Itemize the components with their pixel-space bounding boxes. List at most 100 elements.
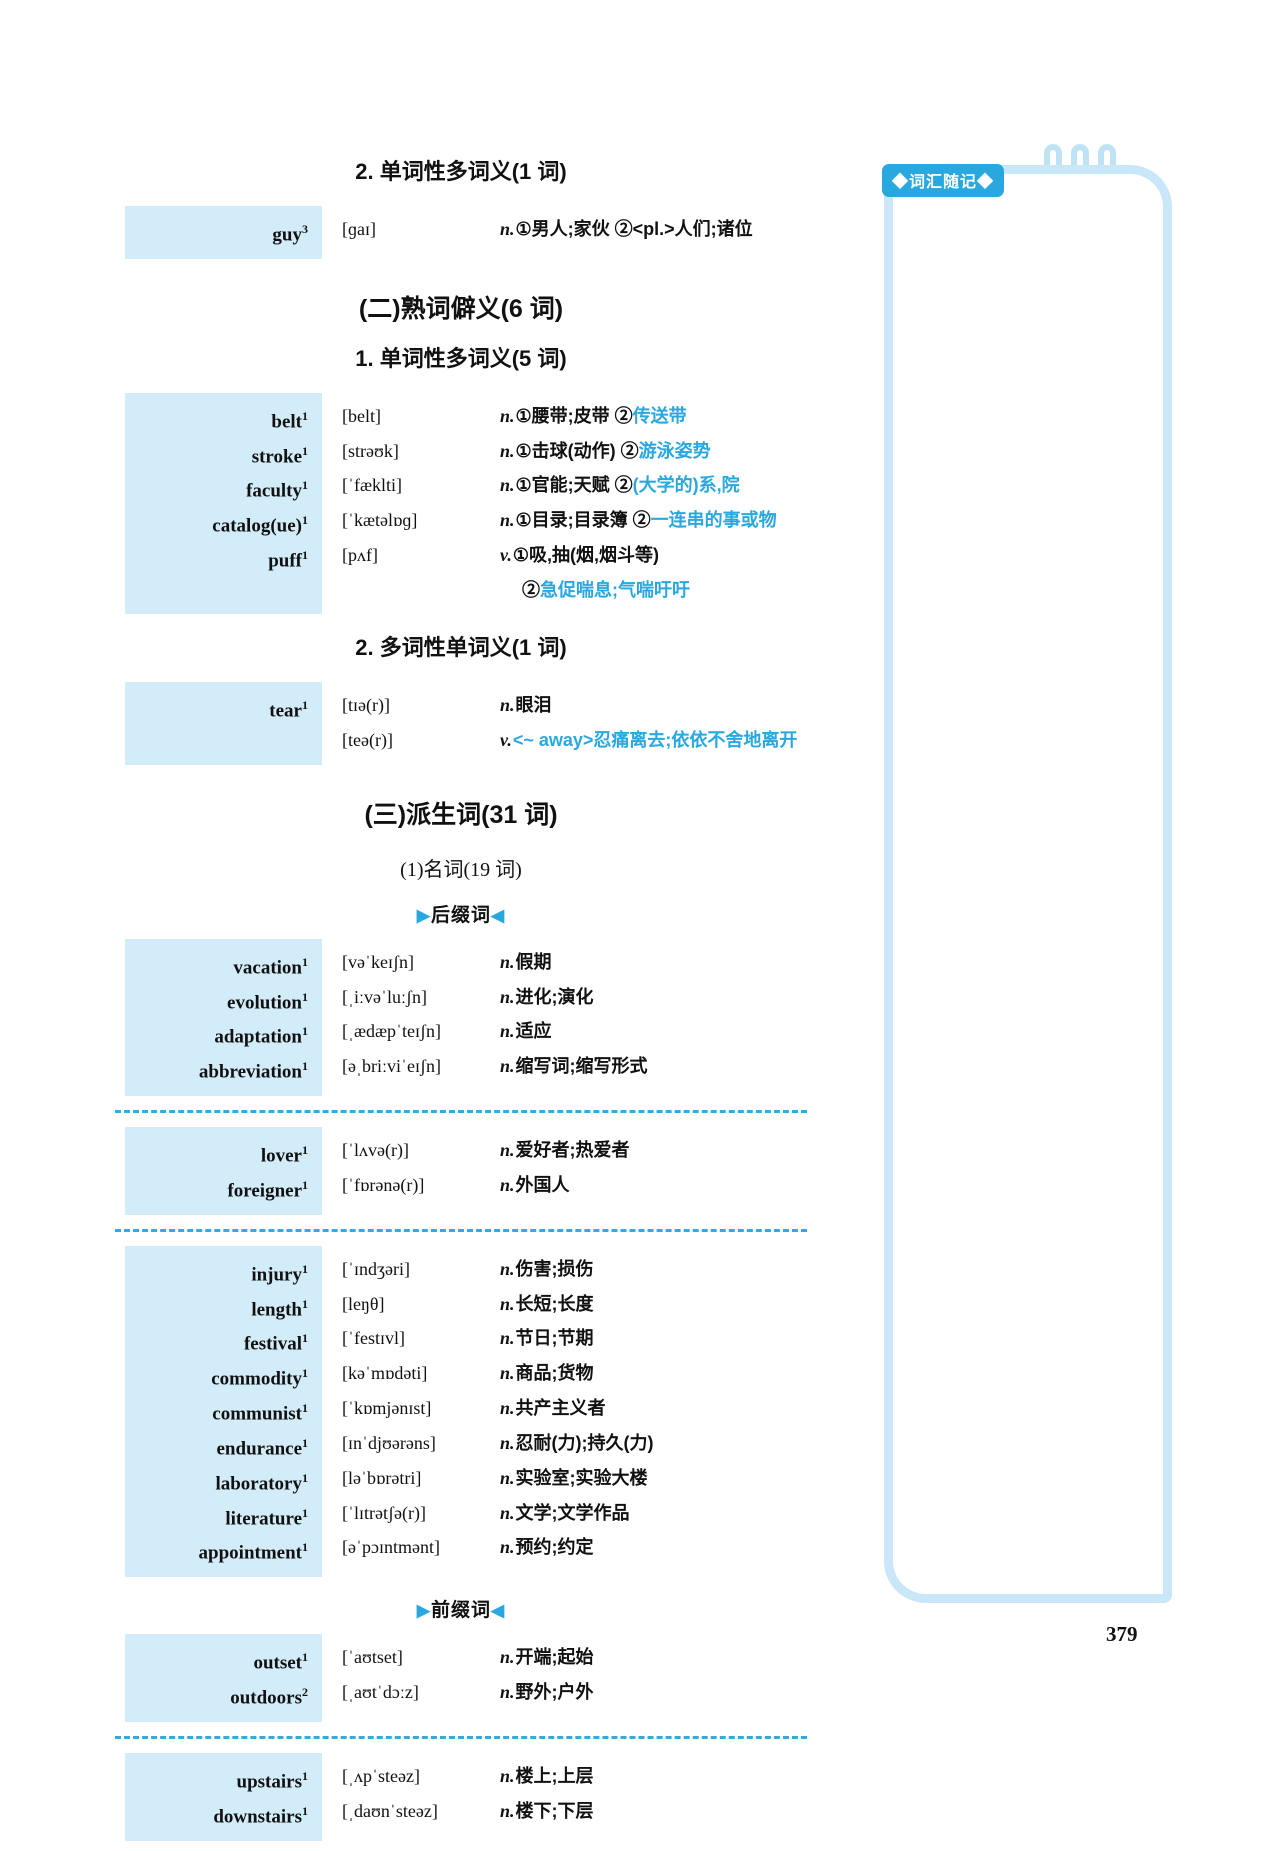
binder-ring-icon (1098, 144, 1116, 170)
phonetic: [ˌdaʊnˈsteəz] (342, 1800, 438, 1821)
headword-text: length (251, 1298, 302, 1320)
page-number: 379 (1106, 1622, 1138, 1646)
definition-text: 眼泪 (515, 695, 552, 716)
definition: n.眼泪 (500, 691, 807, 726)
affix-marker-label: 后缀词 (430, 904, 491, 926)
headword-text: adaptation (214, 1026, 302, 1048)
word-row: appointment1[əˈpɔɪntmənt]n.预约;约定 (115, 1533, 807, 1568)
definition: n.爱好者;热爱者 (500, 1136, 807, 1171)
vocabulary-content-column: 2. 单词性多词义(1 词)guy3[ɡaɪ]n.①男人;家伙 ②<pl.>人们… (115, 138, 807, 1851)
part-of-speech: n. (500, 1765, 515, 1786)
phonetic: [ˈkætəlɒɡ] (342, 510, 418, 531)
dashed-divider (115, 1228, 807, 1232)
headword-frequency: 1 (302, 408, 308, 423)
affix-marker-label: 前缀词 (430, 1600, 491, 1622)
definition-text: 开端;起始 (515, 1647, 594, 1668)
phonetic (322, 576, 500, 606)
definition: n.长短;长度 (500, 1290, 807, 1325)
part-of-speech: n. (500, 475, 515, 496)
part-of-speech: n. (500, 1467, 515, 1488)
headword-text: stroke (251, 445, 302, 467)
definition: n.野外;户外 (500, 1678, 807, 1713)
definition: n.开端;起始 (500, 1643, 807, 1678)
headword-frequency: 1 (302, 698, 308, 713)
headword-text: vacation (233, 957, 302, 979)
section-heading: (1)名词(19 词) (400, 858, 522, 881)
part-of-speech: n. (500, 1021, 515, 1042)
definition-text: ①目录;目录簿 ② (515, 510, 651, 531)
headword-text: outset (253, 1652, 302, 1674)
headword: puff1 (115, 541, 322, 576)
vocab-notes-badge: ◆词汇随记◆ (882, 164, 1005, 197)
section-heading: 2. 单词性多词义(1 词) (355, 159, 567, 184)
definition: n.适应 (500, 1017, 807, 1052)
phonetic: [ˌædæpˈteɪʃn] (342, 1021, 441, 1042)
definition-text: 适应 (515, 1021, 552, 1042)
headword: endurance1 (115, 1429, 322, 1464)
highlight-strip (125, 1245, 322, 1578)
headword: injury1 (115, 1255, 322, 1290)
headword: literature1 (115, 1499, 322, 1534)
definition: n.①男人;家伙 ②<pl.>人们;诸位 (500, 215, 807, 250)
word-row: outset1[ˈaʊtset]n.开端;起始 (115, 1643, 807, 1678)
headword-text: endurance (216, 1438, 303, 1460)
headword-frequency: 1 (302, 1470, 308, 1485)
definition-text: 忍耐(力);持久(力) (515, 1432, 654, 1453)
headword: festival1 (115, 1324, 322, 1359)
headword-text: downstairs (213, 1806, 302, 1828)
definition: n.文学;文学作品 (500, 1499, 807, 1534)
part-of-speech: v. (500, 545, 512, 566)
phonetic: [ˈlʌvə(r)] (342, 1140, 409, 1161)
definition-highlighted: 游泳姿势 (638, 440, 711, 461)
phonetic: [ˈfɒrənə(r)] (342, 1174, 425, 1195)
definition: n.进化;演化 (500, 983, 807, 1018)
phonetic: [leŋθ] (342, 1293, 385, 1314)
definition-text: 爱好者;热爱者 (515, 1140, 630, 1161)
word-row: ②急促喘息;气喘吁吁 (115, 576, 807, 606)
headword: appointment1 (115, 1533, 322, 1568)
headword (115, 726, 322, 756)
part-of-speech: n. (500, 1682, 515, 1703)
part-of-speech: n. (500, 1140, 515, 1161)
highlight-strip (125, 392, 322, 615)
word-row: faculty1[ˈfæklti]n.①官能;天赋 ②(大学的)系,院 (115, 471, 807, 506)
part-of-speech: n. (500, 1174, 515, 1195)
word-row: length1 [leŋθ] n.长短;长度 (115, 1290, 807, 1325)
binder-rings (1044, 144, 1116, 170)
headword-frequency: 1 (302, 1296, 308, 1311)
phonetic: [ɡaɪ] (342, 219, 376, 239)
phonetic: [ˌiːvəˈluːʃn] (342, 986, 427, 1007)
definition-text: 实验室;实验大楼 (515, 1467, 648, 1488)
definition-text: 进化;演化 (515, 986, 594, 1007)
word-block: guy3[ɡaɪ]n.①男人;家伙 ②<pl.>人们;诸位 (115, 206, 807, 259)
phonetic: [ləˈbɒrətri] (342, 1467, 422, 1488)
definition: n.预约;约定 (500, 1533, 807, 1568)
definition: n.①官能;天赋 ②(大学的)系,院 (500, 471, 807, 506)
word-row: vacation1[vəˈkeɪʃn]n.假期 (115, 948, 807, 983)
definition-highlighted: (大学的)系,院 (632, 475, 740, 496)
word-row: adaptation1 [ˌædæpˈteɪʃn] n.适应 (115, 1017, 807, 1052)
word-row: downstairs1[ˌdaʊnˈsteəz]n.楼下;下层 (115, 1797, 807, 1832)
headword-frequency: 1 (302, 1803, 308, 1818)
headword-text: faculty (246, 480, 302, 502)
triangle-right-icon: ▶ (416, 1601, 431, 1621)
definition: n.伤害;损伤 (500, 1255, 807, 1290)
word-row: outdoors2[ˌaʊtˈdɔːz]n.野外;户外 (115, 1678, 807, 1713)
definition: v.①吸,抽(烟,烟斗等) (500, 541, 807, 576)
definition-text: ①官能;天赋 ② (515, 475, 633, 496)
part-of-speech: n. (500, 695, 515, 716)
headword-frequency: 1 (302, 1366, 308, 1381)
phonetic: [tɪə(r)] (342, 695, 390, 716)
definition-text: 假期 (515, 951, 552, 972)
definition-highlighted: 传送带 (632, 405, 687, 426)
word-block: tear1[tɪə(r)]n.眼泪[teə(r)]v.<~ away>忍痛离去;… (115, 682, 807, 765)
definition: v.<~ away>忍痛离去;依依不舍地离开 (500, 726, 807, 756)
headword: adaptation1 (115, 1017, 322, 1052)
section-heading: 2. 多词性单词义(1 词) (355, 635, 567, 661)
highlight-strip (125, 206, 322, 259)
part-of-speech: n. (500, 1363, 515, 1384)
